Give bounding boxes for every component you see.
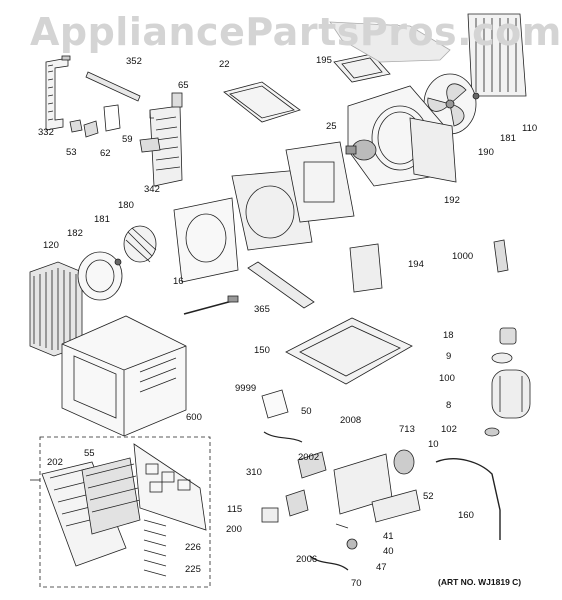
label-225: 225 — [185, 564, 201, 575]
grommet — [484, 427, 500, 437]
label-110: 110 — [522, 123, 538, 134]
label-115: 115 — [227, 504, 243, 515]
watermark-text: AppliancePartsPros.com — [30, 10, 562, 54]
art-number: (ART NO. WJ1819 C) — [438, 577, 522, 587]
scroll-housing — [231, 169, 313, 251]
label-62: 62 — [100, 148, 111, 159]
label-1000: 1000 — [452, 251, 474, 262]
label-52: 52 — [423, 491, 434, 502]
label-10: 10 — [428, 439, 439, 450]
label-180: 180 — [118, 200, 134, 211]
blower-bulkhead — [173, 197, 239, 283]
label-200: 200 — [226, 524, 242, 535]
shroud-side-panel — [409, 117, 457, 183]
thermostat — [285, 489, 309, 517]
label-47: 47 — [376, 562, 387, 573]
drain-channel — [247, 261, 315, 309]
top-cover-panel — [223, 81, 301, 123]
condenser-panel — [467, 13, 527, 97]
label-160: 160 — [458, 510, 474, 521]
label-100: 100 — [439, 373, 455, 384]
label-2008: 2008 — [340, 415, 362, 426]
label-59: 59 — [122, 134, 133, 145]
front-panel — [41, 461, 127, 567]
overload-cover — [499, 327, 517, 345]
label-202: 202 — [47, 457, 63, 468]
label-600: 600 — [186, 412, 202, 423]
label-41: 41 — [383, 531, 394, 542]
label-70: 70 — [351, 578, 362, 589]
cover-bracket — [371, 489, 421, 523]
top-rail — [85, 71, 141, 102]
label-181a: 181 — [500, 133, 516, 144]
blower-wheel — [114, 225, 157, 266]
control-board — [297, 451, 327, 479]
fan-motor — [345, 139, 377, 161]
label-192: 192 — [444, 195, 460, 206]
label-9999: 9999 — [235, 383, 257, 394]
label-342: 342 — [144, 184, 160, 195]
compressor — [491, 369, 531, 419]
label-2006: 2006 — [296, 554, 318, 565]
label-50: 50 — [301, 406, 312, 417]
label-18: 18 — [443, 330, 454, 341]
label-332: 332 — [38, 127, 54, 138]
outer-case — [61, 315, 187, 437]
label-8: 8 — [446, 400, 452, 411]
label-150: 150 — [254, 345, 270, 356]
front-grille-box — [30, 436, 211, 588]
wire-harness — [263, 431, 303, 443]
grille-frame — [133, 443, 207, 531]
air-filter — [81, 457, 141, 535]
capacitor-bracket — [493, 239, 509, 273]
label-55: 55 — [84, 448, 95, 459]
control-bracket — [349, 243, 383, 293]
terminal-gasket — [491, 352, 513, 364]
side-curtain-left — [45, 55, 71, 131]
louvers — [143, 519, 167, 577]
control-housing — [333, 449, 415, 515]
label-16: 16 — [173, 276, 184, 287]
base-pan — [285, 317, 413, 385]
label-25: 25 — [326, 121, 337, 132]
keypad — [261, 507, 279, 523]
label-352: 352 — [126, 56, 142, 67]
label-365: 365 — [254, 304, 270, 315]
label-22: 22 — [219, 59, 230, 70]
blower-housing-ring — [77, 251, 123, 301]
label-40: 40 — [383, 546, 394, 557]
label-182: 182 — [67, 228, 83, 239]
label-195: 195 — [316, 55, 332, 66]
label-120: 120 — [43, 240, 59, 251]
label-190: 190 — [478, 147, 494, 158]
label-53: 53 — [66, 147, 77, 158]
label-226: 226 — [185, 542, 201, 553]
wiring-diagram-sheet — [261, 389, 289, 419]
small-components — [309, 523, 358, 571]
label-713: 713 — [399, 424, 415, 435]
label-310: 310 — [246, 467, 262, 478]
label-9: 9 — [446, 351, 452, 362]
curtain-brackets — [69, 92, 183, 153]
label-2002: 2002 — [298, 452, 320, 463]
label-181b: 181 — [94, 214, 110, 225]
label-102: 102 — [441, 424, 457, 435]
partition-panel — [285, 141, 355, 223]
heater-rod — [183, 295, 239, 315]
label-194: 194 — [408, 259, 424, 270]
cover-plate — [333, 53, 391, 83]
tube-assembly — [435, 458, 501, 540]
side-curtain-right — [149, 105, 183, 187]
label-65: 65 — [178, 80, 189, 91]
air-deflector-panel — [329, 21, 451, 63]
